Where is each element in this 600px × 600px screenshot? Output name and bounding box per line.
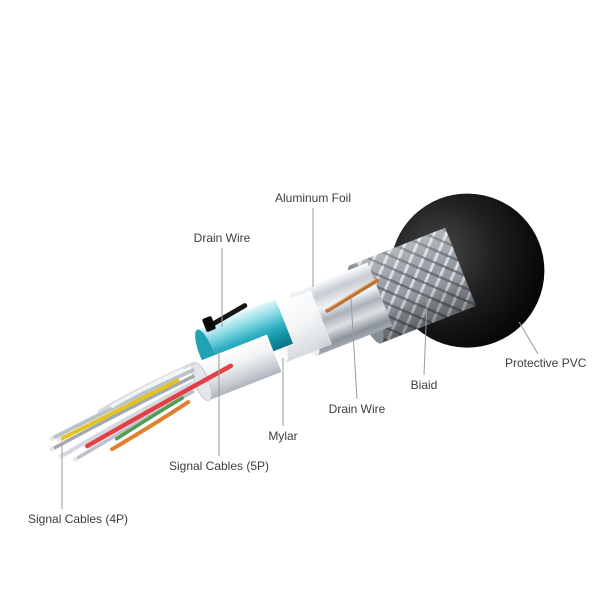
leader-lines <box>61 208 539 509</box>
leader-line-protective-pvc <box>518 321 539 355</box>
wire-red <box>85 363 234 449</box>
wire-tip <box>49 436 55 441</box>
leader-line-drain-wire-bottom <box>350 298 358 400</box>
leader-line-braid <box>423 299 428 376</box>
copper-drain-wire <box>325 278 379 313</box>
label-drain-wire-top: Drain Wire <box>193 231 251 245</box>
wire-silver-2 <box>50 374 195 452</box>
cable-assembly <box>49 193 545 462</box>
drain-wire-cap <box>202 316 216 332</box>
wire-white <box>110 368 184 408</box>
exposed-wires <box>49 361 234 462</box>
label-mylar: Mylar <box>268 429 298 443</box>
wire-yellow <box>57 378 180 443</box>
label-signal-cables-4p: Signal Cables (4P) <box>28 512 129 526</box>
wire-silver-1 <box>50 368 195 441</box>
label-signal-cables-5p: Signal Cables (5P) <box>168 459 270 473</box>
label-aluminum-foil: Aluminum Foil <box>274 191 352 205</box>
wire-silver-3 <box>59 381 194 459</box>
wire-tip <box>56 437 62 443</box>
label-braid: Biaid <box>410 378 438 392</box>
black-drain-wire <box>202 303 248 332</box>
label-protective-pvc: Protective PVC <box>505 356 587 370</box>
label-drain-wire-bottom: Drain Wire <box>328 402 386 416</box>
wire-orange <box>110 400 191 452</box>
wire-green <box>114 396 184 441</box>
wire-tip <box>72 457 78 462</box>
wire-tip <box>49 446 55 452</box>
